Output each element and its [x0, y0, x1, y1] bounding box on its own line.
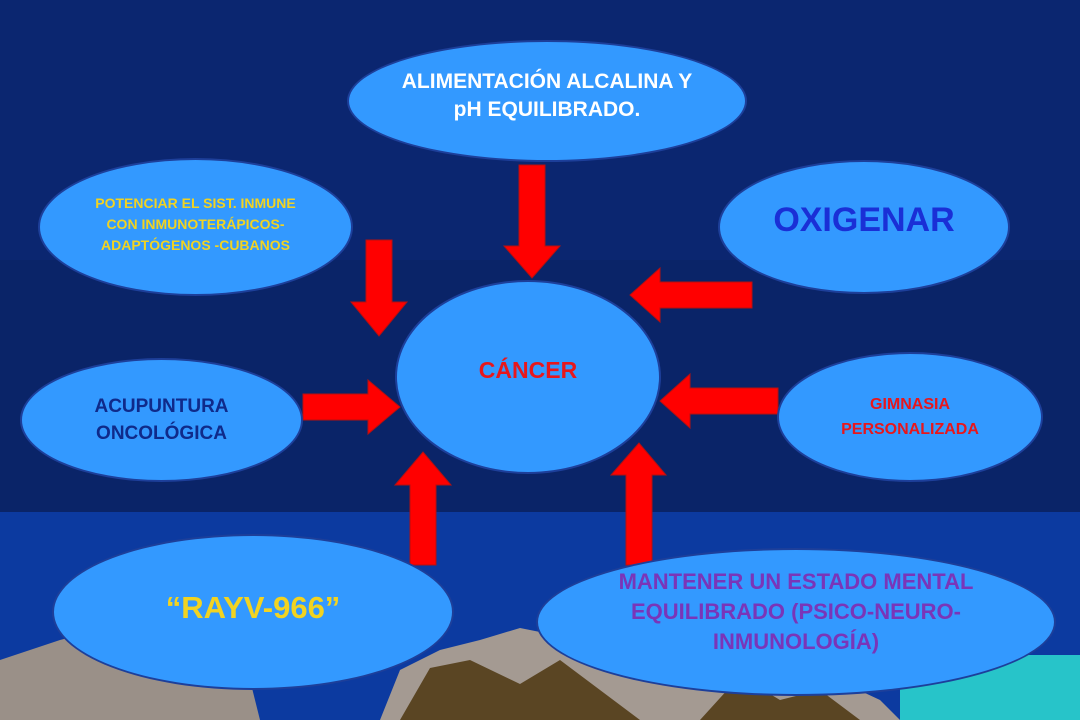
- node-potenciar-text: POTENCIAR EL SIST. INMUNE CON INMUNOTERÁ…: [95, 193, 295, 256]
- node-acupuntura-text: ACUPUNTURA ONCOLÓGICA: [94, 393, 228, 447]
- arrow-down-from-potenciar: [349, 239, 409, 337]
- node-rayv: “RAYV-966”: [52, 534, 454, 690]
- mental-line-2: EQUILIBRADO (PSICO-NEURO-: [631, 599, 961, 624]
- node-alimentacion-text: ALIMENTACIÓN ALCALINA Y pH EQUILIBRADO.: [402, 68, 692, 124]
- node-alimentacion: ALIMENTACIÓN ALCALINA Y pH EQUILIBRADO.: [347, 40, 747, 162]
- gimnasia-line-1: GIMNASIA: [870, 396, 950, 413]
- mountain-shadow: [400, 660, 640, 720]
- node-gimnasia: GIMNASIA PERSONALIZADA: [777, 352, 1043, 482]
- oxigenar-label: OXIGENAR: [773, 200, 955, 239]
- node-cancer: CÁNCER: [395, 280, 661, 474]
- alimentacion-line-1: ALIMENTACIÓN ALCALINA Y: [401, 70, 693, 93]
- acupuntura-line-1: ACUPUNTURA: [94, 396, 229, 417]
- node-mental-text: MANTENER UN ESTADO MENTAL EQUILIBRADO (P…: [619, 567, 974, 657]
- gimnasia-line-2: PERSONALIZADA: [841, 421, 979, 438]
- node-mental: MANTENER UN ESTADO MENTAL EQUILIBRADO (P…: [536, 548, 1056, 696]
- cancer-label: CÁNCER: [478, 356, 578, 383]
- arrow-right-from-acupuntura: [302, 378, 401, 436]
- potenciar-line-3: ADAPTÓGENOS -CUBANOS: [100, 236, 290, 253]
- node-acupuntura: ACUPUNTURA ONCOLÓGICA: [20, 358, 303, 482]
- arrow-left-from-gimnasia: [659, 372, 779, 430]
- potenciar-line-2: CON INMUNOTERÁPICOS-: [106, 215, 285, 232]
- mental-line-3: INMUNOLOGÍA): [712, 629, 880, 654]
- potenciar-line-1: POTENCIAR EL SIST. INMUNE: [95, 194, 296, 211]
- arrow-up-from-rayv: [393, 451, 453, 566]
- mental-line-1: MANTENER UN ESTADO MENTAL: [618, 569, 974, 594]
- acupuntura-line-2: ONCOLÓGICA: [96, 423, 227, 444]
- alimentacion-line-2: pH EQUILIBRADO.: [453, 98, 641, 121]
- arrow-down-from-alimentacion: [502, 164, 562, 279]
- rayv-label: “RAYV-966”: [165, 590, 341, 625]
- node-gimnasia-text: GIMNASIA PERSONALIZADA: [841, 392, 979, 442]
- arrow-left-from-oxigenar: [629, 266, 753, 324]
- arrow-up-from-mental: [609, 442, 668, 566]
- node-oxigenar: OXIGENAR: [718, 160, 1010, 294]
- node-potenciar: POTENCIAR EL SIST. INMUNE CON INMUNOTERÁ…: [38, 158, 353, 296]
